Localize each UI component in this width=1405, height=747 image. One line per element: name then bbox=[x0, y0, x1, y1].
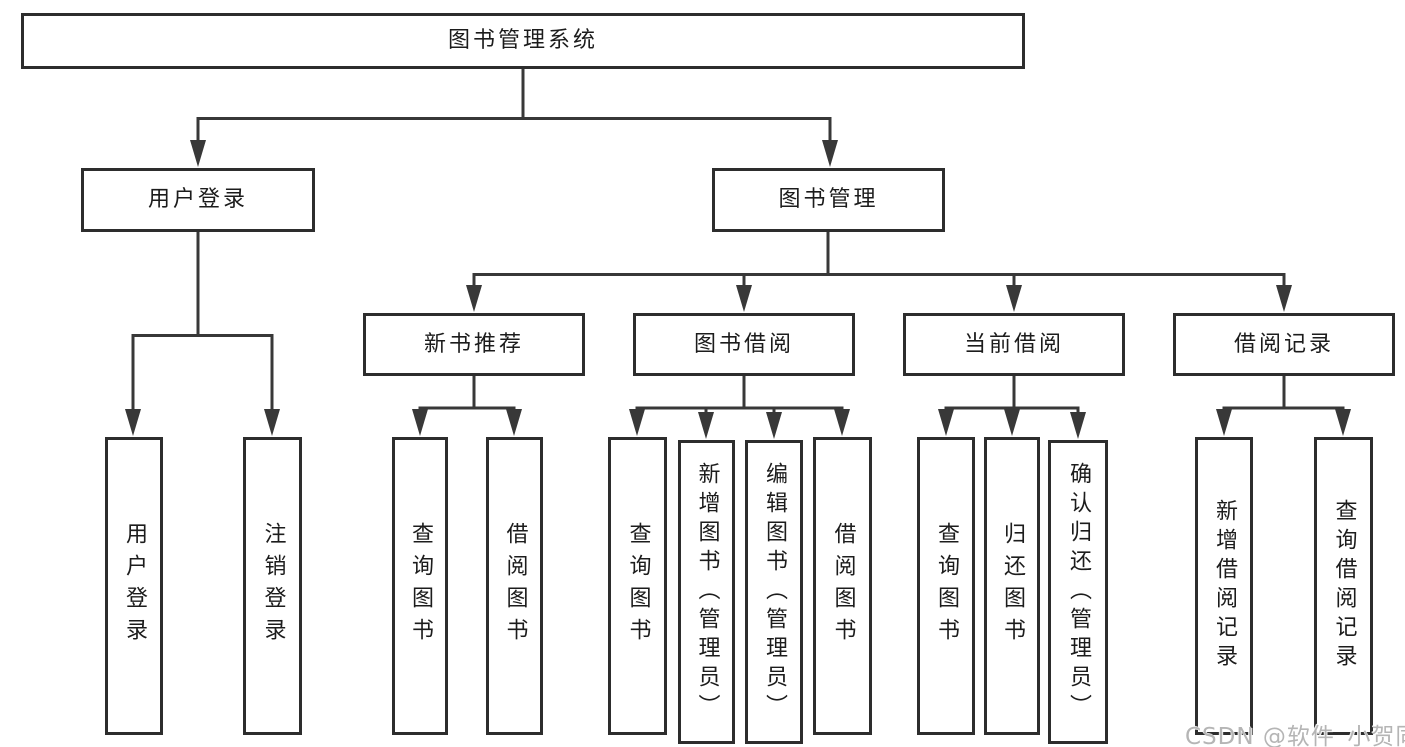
node-library-management-system: 图书管理系统 bbox=[21, 13, 1025, 69]
node-user-login: 用户登录 bbox=[81, 168, 315, 232]
node-book-borrow: 图书借阅 bbox=[633, 313, 855, 376]
leaf-return-book: 归还图书 bbox=[984, 437, 1040, 735]
leaf-borrow-books: 借阅图书 bbox=[813, 437, 872, 735]
leaf-query-books-current: 查询图书 bbox=[917, 437, 975, 735]
node-new-book-recommend: 新书推荐 bbox=[363, 313, 585, 376]
node-borrow-records: 借阅记录 bbox=[1173, 313, 1395, 376]
leaf-user-login: 用户登录 bbox=[105, 437, 163, 735]
leaf-query-borrow-record: 查询借阅记录 bbox=[1314, 437, 1373, 735]
node-current-borrow: 当前借阅 bbox=[903, 313, 1125, 376]
csdn-watermark: CSDN @软件_小贺同学 bbox=[1185, 724, 1405, 747]
leaf-logout: 注销登录 bbox=[243, 437, 302, 735]
leaf-add-book-admin: 新增图书（管理员） bbox=[678, 440, 735, 744]
leaf-borrow-books-recommend: 借阅图书 bbox=[486, 437, 543, 735]
leaf-confirm-return-admin: 确认归还（管理员） bbox=[1048, 440, 1108, 744]
leaf-add-borrow-record: 新增借阅记录 bbox=[1195, 437, 1253, 735]
leaf-edit-book-admin: 编辑图书（管理员） bbox=[745, 440, 803, 744]
leaf-query-books-recommend: 查询图书 bbox=[392, 437, 448, 735]
leaf-query-books-borrow: 查询图书 bbox=[608, 437, 667, 735]
arrowheads bbox=[125, 140, 1351, 439]
node-book-management: 图书管理 bbox=[712, 168, 945, 232]
